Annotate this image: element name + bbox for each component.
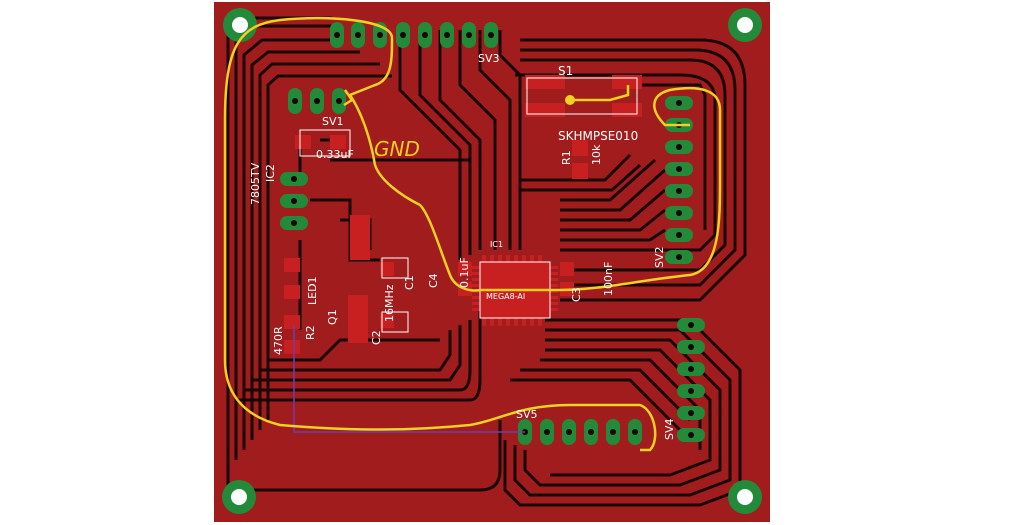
ic1-pin xyxy=(514,255,518,263)
label-ic1: IC1 xyxy=(490,240,503,249)
label-r1: R1 xyxy=(560,150,573,165)
ic1-pin xyxy=(550,272,558,275)
ic1-pin xyxy=(538,255,542,263)
ic1-pin xyxy=(530,318,534,326)
ic1-pin xyxy=(490,255,494,263)
label-s1: S1 xyxy=(558,64,573,78)
regulator-ic2-pads xyxy=(280,172,308,230)
ic1-pin xyxy=(550,278,558,281)
label-c4: C4 xyxy=(427,273,440,288)
label-r2-value: 470R xyxy=(272,326,285,355)
mounting-hole-bottom-left xyxy=(222,480,256,514)
label-sv5: SV5 xyxy=(516,408,538,421)
handwritten-gnd-label: GND xyxy=(374,137,420,161)
hand-drawn-dot xyxy=(565,95,575,105)
ic1-pin xyxy=(506,255,510,263)
ic1-pin xyxy=(472,266,480,269)
ic1-pin xyxy=(506,318,510,326)
ic1-pin xyxy=(472,308,480,311)
label-sv4: SV4 xyxy=(663,418,676,440)
ic1-pin xyxy=(482,255,486,263)
ic1-pin xyxy=(550,296,558,299)
ic1-pin xyxy=(550,266,558,269)
ic1-pin xyxy=(498,255,502,263)
label-ic2-value: 7805TV xyxy=(249,162,262,205)
label-crystal: 16MHz xyxy=(383,284,396,322)
label-ic2: IC2 xyxy=(264,164,277,182)
ic1-pin xyxy=(550,308,558,311)
air-wire xyxy=(293,325,525,433)
component-labels: SV3 S1 SKHMPSE010 R1 10k IC1 MEGA8-AI SV… xyxy=(249,52,676,440)
label-sv3: SV3 xyxy=(478,52,500,65)
hand-drawn-ground-wire xyxy=(223,16,722,452)
label-cap-value: 0.33uF xyxy=(316,148,354,161)
header-sv5 xyxy=(518,419,642,445)
label-skhmpse010: SKHMPSE010 xyxy=(558,129,638,143)
label-led1: LED1 xyxy=(306,276,319,305)
label-mega8: MEGA8-AI xyxy=(486,292,525,301)
label-c1: C1 xyxy=(403,275,416,290)
ic1-pin xyxy=(550,284,558,287)
mounting-hole-top-right xyxy=(728,8,762,42)
mounting-hole-top-left xyxy=(223,8,257,42)
ic1-pin xyxy=(472,278,480,281)
label-q1: Q1 xyxy=(326,309,339,325)
ic1-pin xyxy=(550,302,558,305)
ic1-pin xyxy=(490,318,494,326)
ic1-pin xyxy=(530,255,534,263)
label-r2: R2 xyxy=(304,325,317,340)
ic1-pin xyxy=(472,272,480,275)
mounting-holes xyxy=(222,8,762,514)
label-sv2: SV2 xyxy=(653,246,666,268)
ic1-pin xyxy=(522,255,526,263)
label-c3-value: 100nF xyxy=(602,262,615,296)
ic1-pin xyxy=(550,290,558,293)
ic1-pins xyxy=(472,255,558,326)
label-r1-value: 10k xyxy=(590,144,603,165)
label-c4-value: 0.1uF xyxy=(458,257,471,288)
drill-holes xyxy=(291,32,694,438)
ic1-pin xyxy=(522,318,526,326)
ic1-pin xyxy=(538,318,542,326)
mounting-hole-bottom-right xyxy=(728,480,762,514)
ic1-pin xyxy=(482,318,486,326)
label-sv1: SV1 xyxy=(322,115,344,128)
ic1-pin xyxy=(498,318,502,326)
ic1-pin xyxy=(472,296,480,299)
label-c2: C2 xyxy=(370,330,383,345)
ic1-pin xyxy=(472,302,480,305)
ic1-pin xyxy=(514,318,518,326)
ic1-pin xyxy=(472,284,480,287)
label-c3: C3 xyxy=(570,287,583,302)
